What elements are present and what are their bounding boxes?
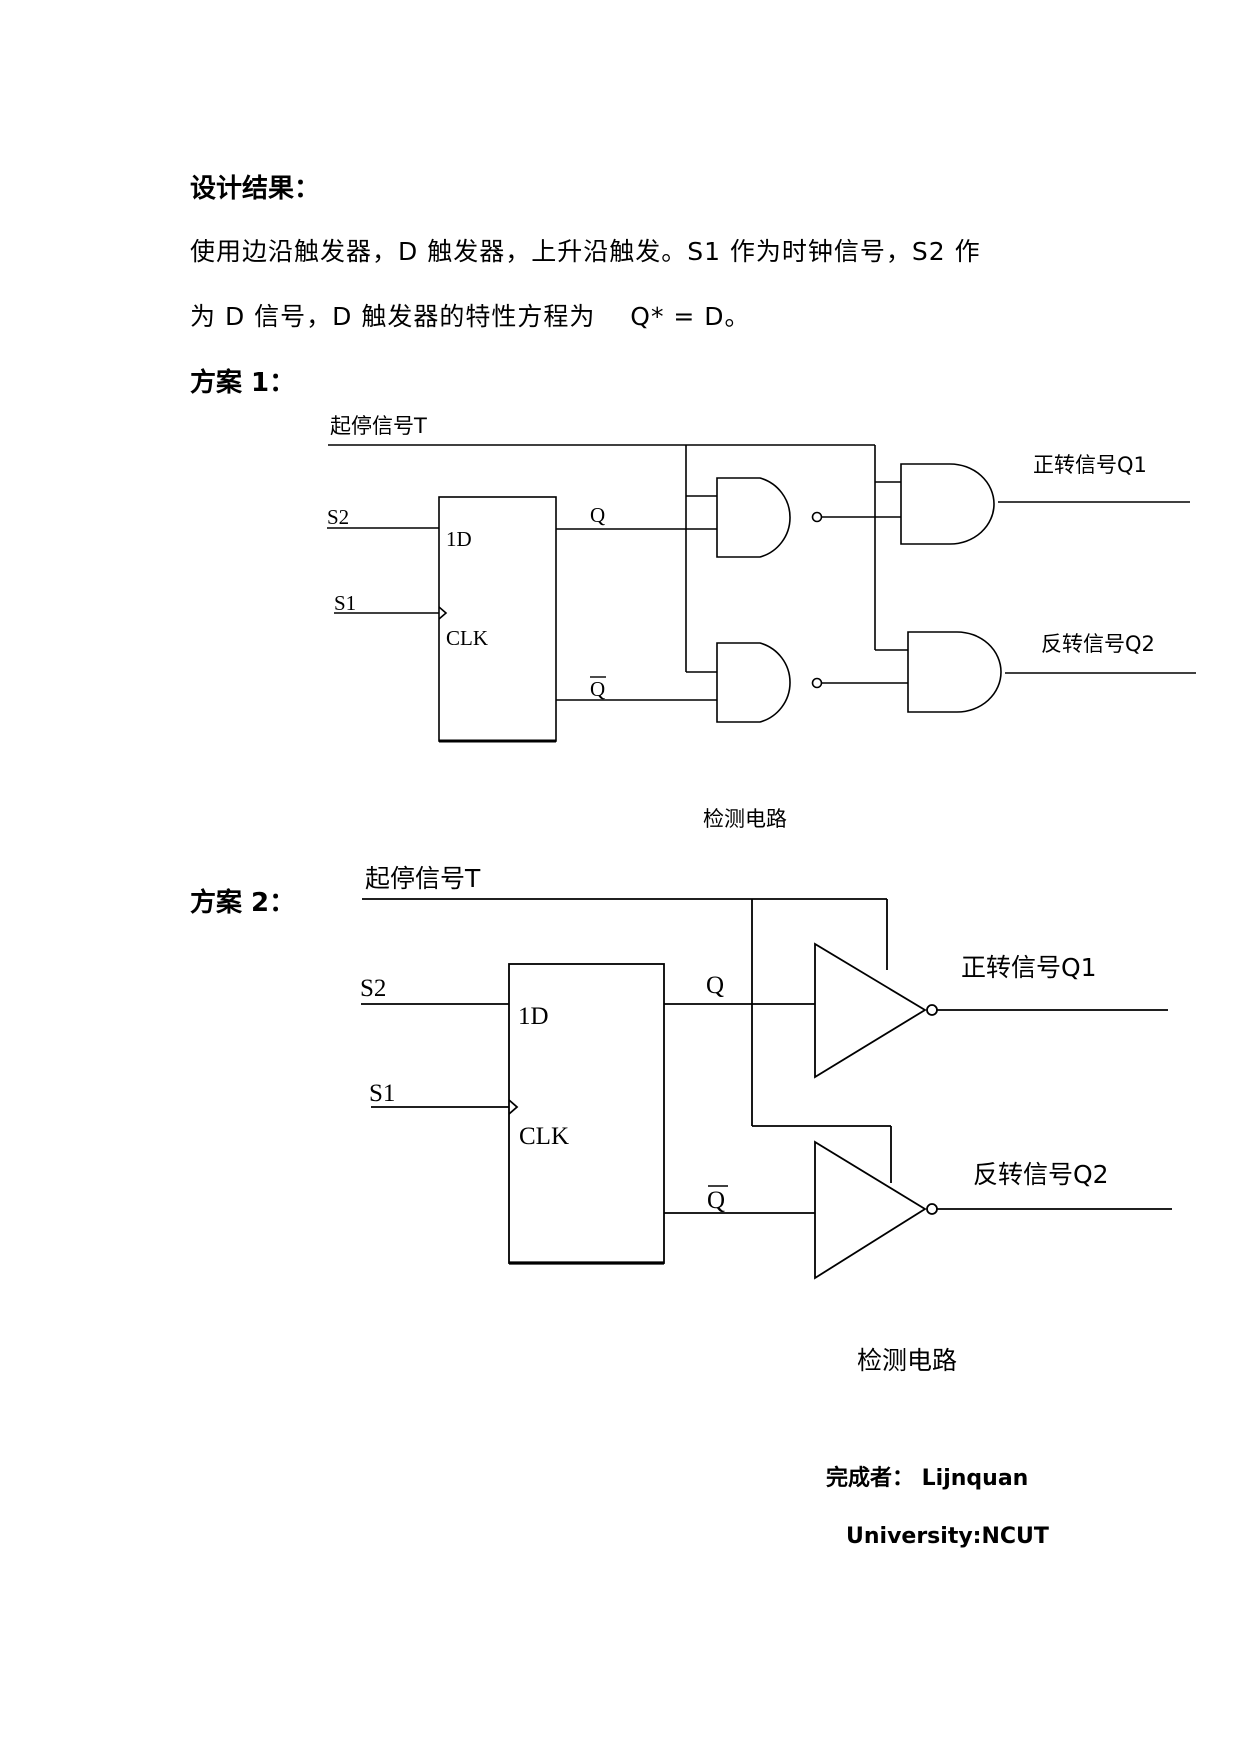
author-line: 完成者： Lijnquan xyxy=(826,1466,1029,1491)
scheme1-1d-label: 1D xyxy=(446,527,472,551)
scheme1-caption: 检测电路 xyxy=(703,807,787,831)
scheme2-reverse-signal-label: 反转信号Q2 xyxy=(973,1160,1109,1189)
scheme2-start-stop-label: 起停信号T xyxy=(365,864,481,893)
scheme2-s2-label: S2 xyxy=(360,975,386,1002)
scheme2-s1-label: S1 xyxy=(369,1080,395,1107)
scheme2-q-label: Q xyxy=(706,972,724,999)
scheme1-q-label: Q xyxy=(590,503,605,527)
section-heading: 设计结果： xyxy=(190,174,321,204)
scheme1-title: 方案 1： xyxy=(190,368,296,398)
description-line-1: 使用边沿触发器，D 触发器，上升沿触发。S1 作为时钟信号，S2 作 xyxy=(190,237,981,266)
scheme2-title: 方案 2： xyxy=(190,888,296,918)
scheme1-s2-label: S2 xyxy=(327,505,349,529)
scheme1-qbar-label: Q xyxy=(590,677,605,701)
description-line-2: 为 D 信号，D 触发器的特性方程为 Q* = D。 xyxy=(190,302,751,331)
scheme1-start-stop-label: 起停信号T xyxy=(330,414,427,438)
scheme1-clk-label: CLK xyxy=(446,626,488,650)
scheme2-1d-label: 1D xyxy=(518,1003,549,1030)
scheme1-forward-signal-label: 正转信号Q1 xyxy=(1033,453,1147,477)
scheme1-s1-label: S1 xyxy=(334,591,356,615)
scheme2-qbar-label: Q xyxy=(707,1187,725,1214)
scheme2-clk-label: CLK xyxy=(519,1123,569,1150)
scheme1-reverse-signal-label: 反转信号Q2 xyxy=(1041,632,1155,656)
scheme2-forward-signal-label: 正转信号Q1 xyxy=(961,953,1097,982)
university-line: University:NCUT xyxy=(846,1524,1049,1549)
scheme2-caption: 检测电路 xyxy=(857,1346,957,1375)
